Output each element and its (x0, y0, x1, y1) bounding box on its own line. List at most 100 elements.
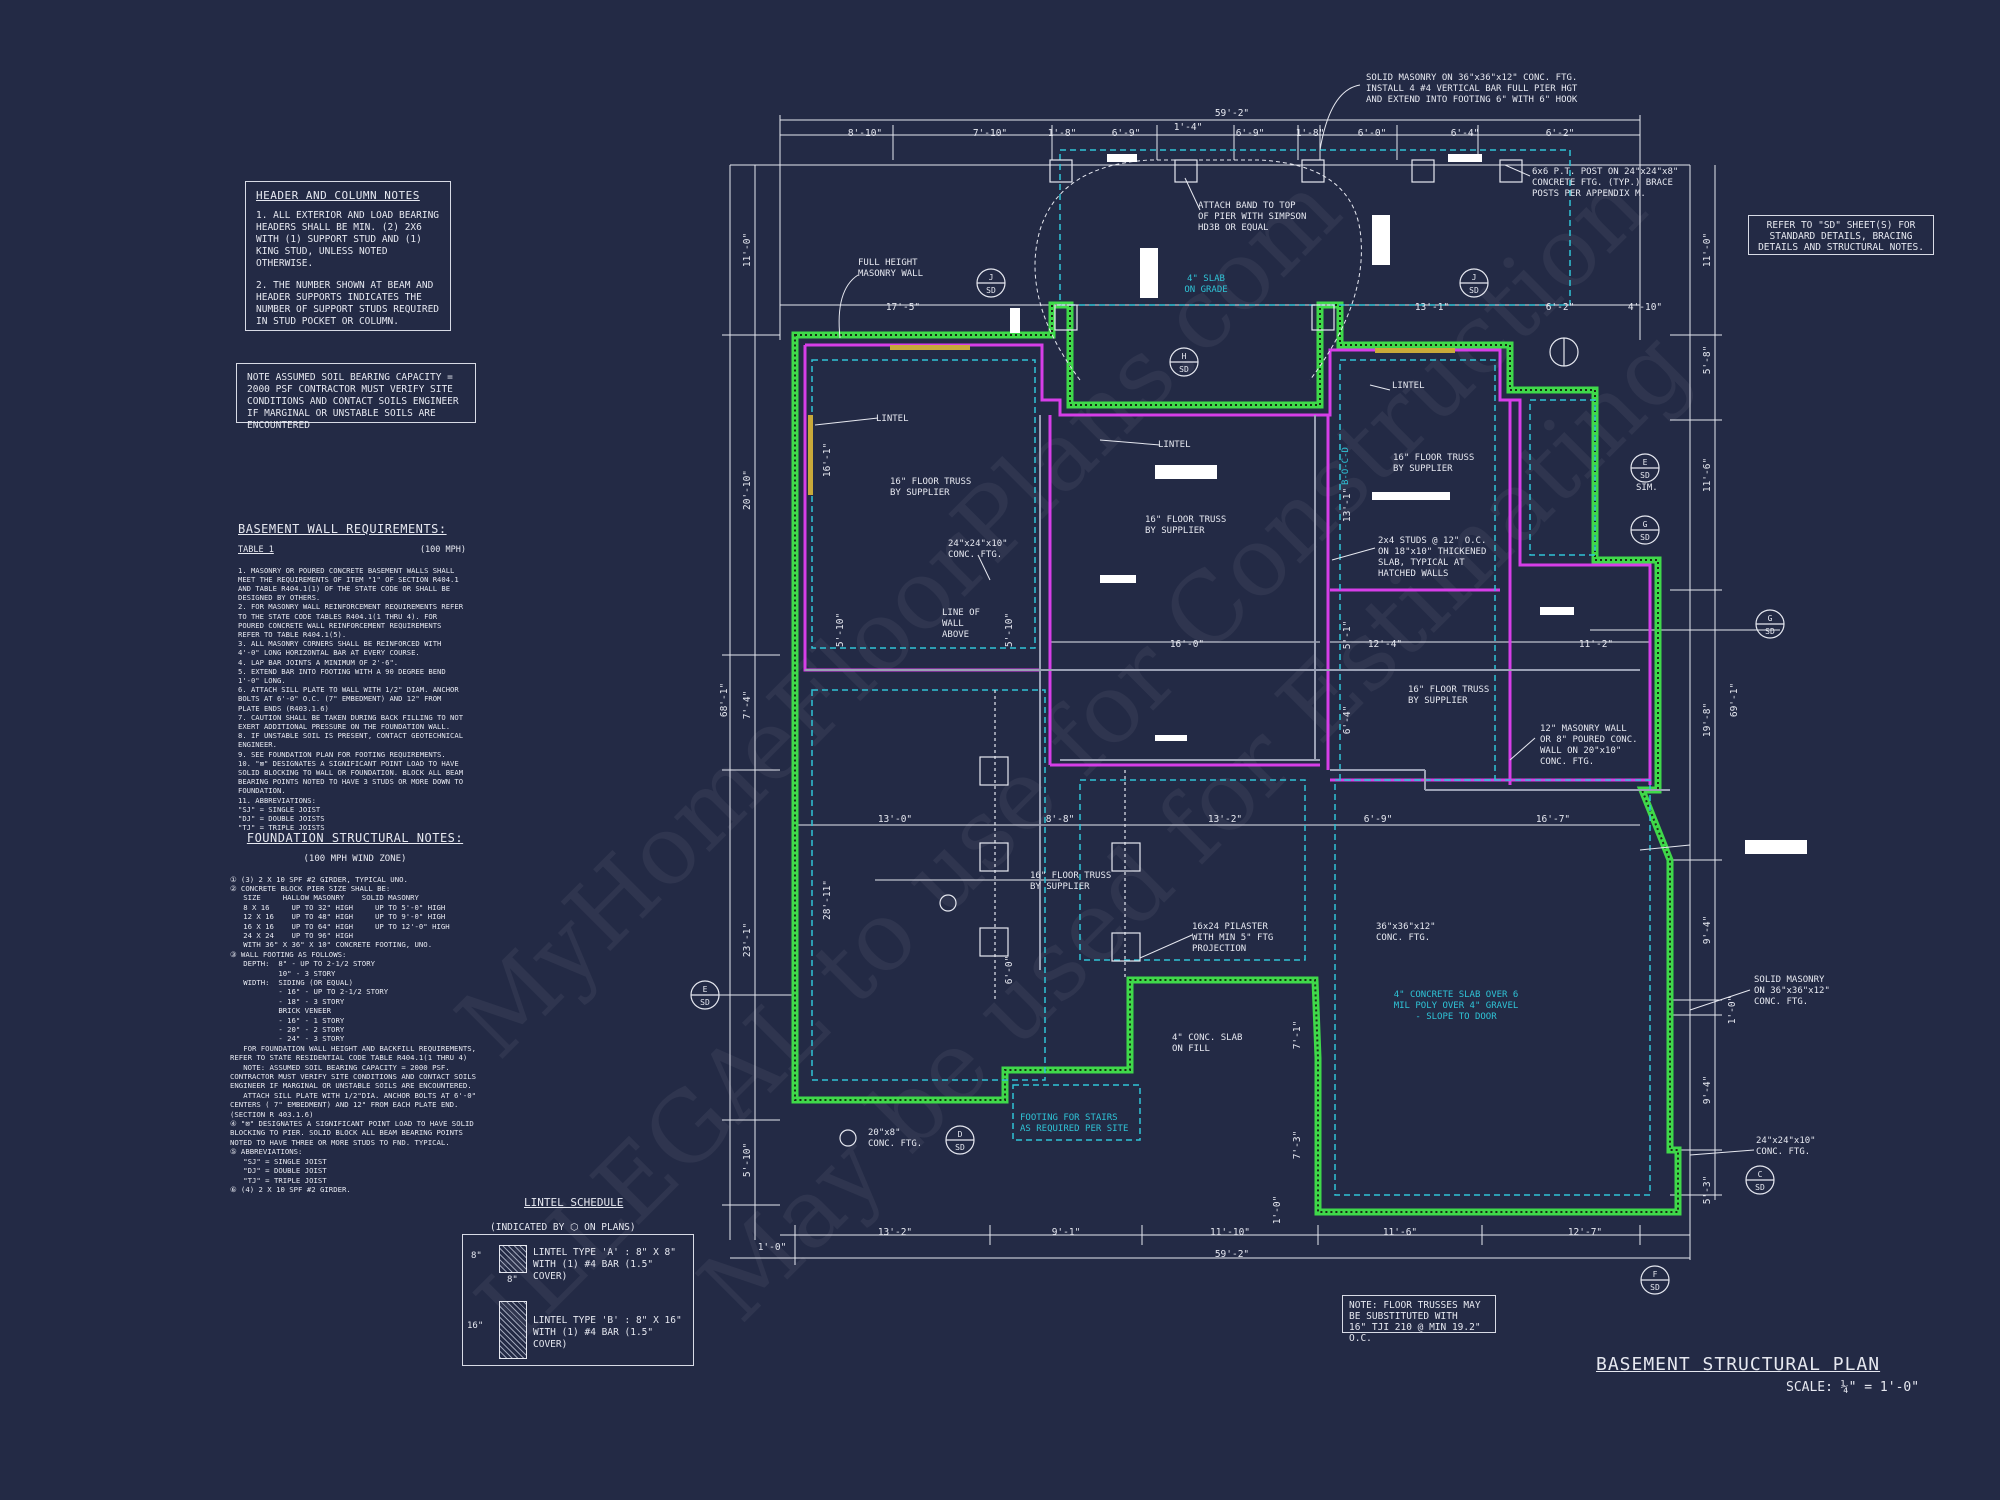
lintel-schedule-title: LINTEL SCHEDULE (524, 1196, 624, 1209)
svg-text:G: G (1643, 520, 1648, 529)
svg-text:59'-2": 59'-2" (1215, 1249, 1249, 1260)
svg-text:SD: SD (955, 1143, 965, 1152)
svg-text:G: G (1768, 614, 1773, 623)
svg-text:12'-7": 12'-7" (1568, 1227, 1602, 1238)
lintel-schedule-indicated: (INDICATED BY ⬡ ON PLANS) (490, 1222, 636, 1233)
floor-truss-note: NOTE: FLOOR TRUSSES MAY BE SUBSTITUTED W… (1342, 1295, 1496, 1344)
svg-text:6'-0": 6'-0" (1358, 128, 1387, 139)
svg-text:8'-10": 8'-10" (848, 128, 882, 139)
svg-text:16'-0": 16'-0" (1170, 639, 1204, 650)
svg-text:H: H (1182, 352, 1187, 361)
vertical-dimension-text: 68'-1" 11'-0" 20'-10" 7'-4" 23'-1" 5'-10… (719, 233, 1740, 1224)
svg-text:SD: SD (1179, 365, 1189, 374)
svg-text:8'-8": 8'-8" (1046, 814, 1075, 825)
footing-lines (811, 149, 1651, 1196)
svg-text:1'-0": 1'-0" (1727, 996, 1738, 1025)
svg-text:SD: SD (1765, 627, 1775, 636)
lintel-b-height: 16" (467, 1321, 484, 1331)
interior-lines (805, 415, 1670, 970)
svg-text:17'-5": 17'-5" (886, 302, 920, 313)
svg-text:11'-6": 11'-6" (1702, 458, 1713, 492)
basement-wall-title: BASEMENT WALL REQUIREMENTS: (238, 521, 447, 536)
svg-text:7'-3": 7'-3" (1292, 1131, 1303, 1160)
svg-text:24"x24"x10"CONC. FTG.: 24"x24"x10"CONC. FTG. (1756, 1136, 1816, 1157)
svg-text:13'-0": 13'-0" (878, 814, 912, 825)
lintel-b-section-icon (499, 1301, 527, 1359)
drawing-scale: SCALE: ¼" = 1'-0" (1786, 1380, 1920, 1395)
leader-lines (814, 84, 1755, 1156)
svg-text:9'-4": 9'-4" (1702, 916, 1713, 945)
svg-text:6'-4": 6'-4" (1342, 706, 1353, 735)
svg-text:SD: SD (1640, 471, 1650, 480)
svg-text:SIM.: SIM. (1636, 483, 1658, 493)
svg-text:7'-4": 7'-4" (742, 691, 753, 720)
dimension-lines (700, 115, 1780, 1265)
svg-text:6'-9": 6'-9" (1236, 128, 1265, 139)
svg-text:23'-1": 23'-1" (742, 923, 753, 957)
svg-text:24"x24"x10"CONC. FTG.: 24"x24"x10"CONC. FTG. (948, 539, 1008, 560)
svg-text:6'-9": 6'-9" (1364, 814, 1393, 825)
lintel-a-section-icon (499, 1245, 527, 1273)
svg-text:13'-1": 13'-1" (1342, 488, 1353, 522)
svg-text:59'-2": 59'-2" (1215, 108, 1249, 119)
basement-wall-notes: 1. MASONRY OR POURED CONCRETE BASEMENT W… (238, 565, 464, 833)
svg-text:69'-1": 69'-1" (1729, 683, 1740, 717)
svg-text:1'-0": 1'-0" (758, 1242, 787, 1253)
header-notes-title: HEADER AND COLUMN NOTES (256, 189, 420, 202)
svg-text:LINTEL: LINTEL (1392, 381, 1425, 391)
foundation-notes-sub: (100 MPH WIND ZONE) (303, 853, 407, 864)
svg-text:5'-3": 5'-3" (1702, 1176, 1713, 1205)
basement-wall-requirements: BASEMENT WALL REQUIREMENTS: TABLE 1 (100… (238, 513, 466, 843)
svg-text:LINTEL: LINTEL (876, 414, 909, 424)
svg-text:1'-8": 1'-8" (1296, 128, 1325, 139)
svg-text:9'-1": 9'-1" (1052, 1227, 1081, 1238)
mark-blocks (1010, 154, 1807, 854)
svg-text:6'-9": 6'-9" (1112, 128, 1141, 139)
svg-text:4'-10": 4'-10" (1628, 302, 1662, 313)
svg-text:1'-4": 1'-4" (1174, 122, 1203, 133)
svg-text:20"x8"CONC. FTG.: 20"x8"CONC. FTG. (868, 1128, 922, 1149)
svg-text:C: C (1758, 1170, 1763, 1179)
lintel-schedule-box: 8" 8" LINTEL TYPE 'A' : 8" X 8" WITH (1)… (462, 1234, 694, 1366)
svg-text:J: J (1472, 273, 1477, 282)
lintel-a-width: 8" (507, 1275, 518, 1285)
svg-text:13'-1": 13'-1" (1415, 302, 1449, 313)
foundation-notes-title: FOUNDATION STRUCTURAL NOTES: (246, 830, 464, 845)
svg-text:11'-0": 11'-0" (1702, 233, 1713, 267)
basement-wall-table: TABLE 1 (238, 544, 274, 555)
svg-text:36"x36"x12"CONC. FTG.: 36"x36"x12"CONC. FTG. (1376, 922, 1436, 943)
porch-outline (1034, 159, 1362, 381)
lintel-a-height: 8" (471, 1251, 482, 1261)
piers (979, 159, 1523, 1000)
svg-text:68'-1": 68'-1" (719, 683, 730, 717)
svg-text:28'-11": 28'-11" (822, 880, 833, 920)
framing-walls (803, 343, 1652, 785)
svg-text:5'-8": 5'-8" (1702, 346, 1713, 375)
basement-wall-table-row: TABLE 1 (100 MPH) (238, 545, 466, 556)
svg-text:13'-2": 13'-2" (878, 1227, 912, 1238)
svg-text:6x6 P.T. POST ON 24"x24"x8"CON: 6x6 P.T. POST ON 24"x24"x8"CONCRETE FTG.… (1532, 167, 1678, 199)
svg-text:16'-1": 16'-1" (822, 443, 833, 477)
svg-text:SD: SD (700, 998, 710, 1007)
svg-text:11'-10": 11'-10" (1210, 1227, 1250, 1238)
svg-text:5'-10": 5'-10" (1004, 613, 1015, 647)
section-markers (690, 268, 1785, 1295)
svg-text:13'-2": 13'-2" (1208, 814, 1242, 825)
svg-text:12'-4": 12'-4" (1368, 639, 1402, 650)
svg-text:J: J (989, 273, 994, 282)
svg-text:11'-0": 11'-0" (742, 233, 753, 267)
svg-text:D: D (958, 1130, 963, 1139)
svg-text:6'-2": 6'-2" (1546, 302, 1575, 313)
svg-text:11'-6": 11'-6" (1383, 1227, 1417, 1238)
